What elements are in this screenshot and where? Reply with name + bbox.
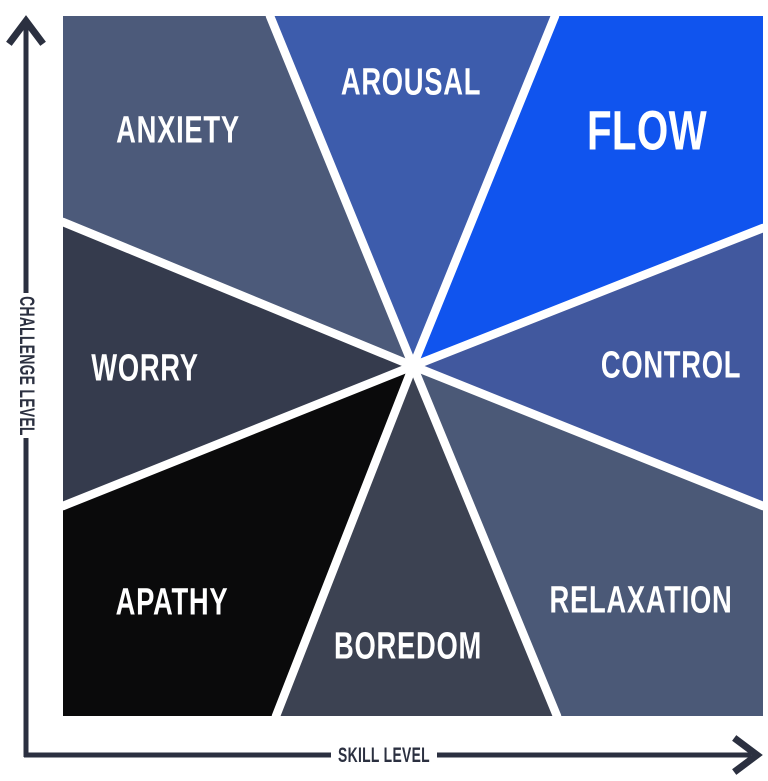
y-axis-arrow-icon bbox=[6, 15, 46, 46]
wedge-label-relaxation: RELAXATION bbox=[549, 579, 733, 622]
separator-line bbox=[271, 361, 418, 716]
wedge-chart bbox=[63, 16, 763, 716]
separator-line bbox=[265, 16, 418, 371]
wedge-separators bbox=[63, 16, 763, 716]
wedge-boredom bbox=[276, 366, 557, 716]
wedge-arousal bbox=[270, 16, 555, 366]
wedge-label-boredom: BOREDOM bbox=[334, 625, 482, 668]
wedge-apathy bbox=[63, 366, 413, 716]
separator-line bbox=[63, 361, 418, 511]
separator-line bbox=[408, 361, 763, 511]
x-axis-arrow-icon bbox=[732, 735, 763, 775]
separator-line bbox=[408, 223, 763, 371]
separator-line bbox=[408, 361, 562, 716]
wedge-label-worry: WORRY bbox=[91, 347, 199, 390]
wedge-label-anxiety: ANXIETY bbox=[116, 109, 240, 152]
wedge-label-arousal: AROUSAL bbox=[340, 61, 482, 104]
wedge-label-flow: FLOW bbox=[586, 98, 708, 162]
wedge-label-control: CONTROL bbox=[600, 344, 742, 387]
wedge-label-apathy: APATHY bbox=[115, 581, 229, 624]
separator-line bbox=[408, 16, 560, 371]
wedge-flow bbox=[413, 16, 763, 366]
wedge-relaxation bbox=[413, 366, 763, 716]
wedge-anxiety bbox=[63, 16, 413, 366]
separator-line bbox=[63, 217, 418, 371]
wedge-control bbox=[413, 228, 763, 506]
x-axis-label: SKILL LEVEL bbox=[338, 744, 430, 767]
wedge-worry bbox=[63, 222, 413, 506]
y-axis-label: CHALLENGE LEVEL bbox=[15, 296, 38, 436]
